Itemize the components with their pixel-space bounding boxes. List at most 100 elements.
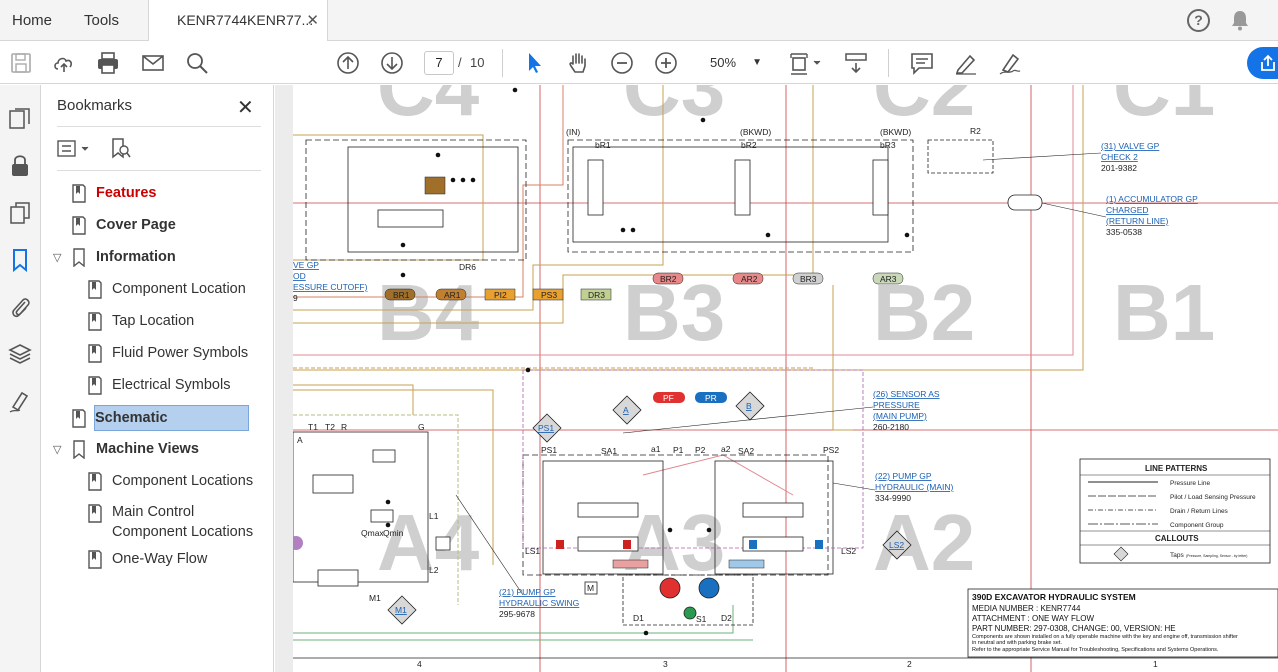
bookmark-page-icon xyxy=(72,216,86,235)
svg-text:4: 4 xyxy=(417,659,422,669)
svg-text:ESSURE CUTOFF): ESSURE CUTOFF) xyxy=(293,282,368,292)
save-icon[interactable] xyxy=(8,50,34,76)
svg-text:bR1: bR1 xyxy=(595,140,611,150)
bookmark-icon[interactable] xyxy=(7,247,33,273)
divider xyxy=(57,126,261,127)
svg-text:T2: T2 xyxy=(325,422,335,432)
lock-icon[interactable] xyxy=(7,153,33,179)
svg-text:9: 9 xyxy=(293,293,298,303)
bookmark-options-icon[interactable] xyxy=(57,138,93,160)
tab-bar: Home Tools KENR7744KENR77... ✕ ? xyxy=(0,0,1278,42)
svg-text:AR2: AR2 xyxy=(741,274,758,284)
tap-labels: A B PS1 LS2 M1 xyxy=(395,401,904,615)
search-icon[interactable] xyxy=(184,50,210,76)
close-tab-icon[interactable]: ✕ xyxy=(306,12,319,29)
zoom-in-icon[interactable] xyxy=(653,50,679,76)
svg-text:(Pressure, Sampling, Sensor -: (Pressure, Sampling, Sensor - by letter) xyxy=(1186,554,1247,558)
pages-thumbnails-icon[interactable] xyxy=(7,200,33,226)
svg-text:a2: a2 xyxy=(721,444,731,454)
page-number-input[interactable]: 7 xyxy=(424,51,454,75)
svg-text:PR: PR xyxy=(705,393,717,403)
bookmark-page-icon xyxy=(72,184,86,203)
scrolling-mode-icon[interactable] xyxy=(843,50,869,76)
svg-text:BR2: BR2 xyxy=(660,274,677,284)
callouts: (31) VALVE GP CHECK 2 201-9382 (1) ACCUM… xyxy=(293,141,1198,619)
bookmark-ribbon-icon xyxy=(73,440,85,459)
attachment-paperclip-icon[interactable] xyxy=(7,294,33,320)
junction-dots xyxy=(385,87,910,636)
new-bookmark-icon[interactable] xyxy=(109,137,133,161)
bookmark-page-icon xyxy=(88,280,102,299)
fit-page-icon[interactable] xyxy=(787,50,823,76)
sign-pen-icon[interactable] xyxy=(997,50,1023,76)
zoom-out-icon[interactable] xyxy=(609,50,635,76)
toolbar-divider xyxy=(888,49,889,77)
tab-home[interactable]: Home xyxy=(12,12,53,29)
svg-text:PRESSURE: PRESSURE xyxy=(873,400,920,410)
pumps xyxy=(435,536,720,620)
document-viewer[interactable]: C4 C3 C2 C1 B4 B3 B2 B1 A4 A3 A2 xyxy=(275,85,1278,672)
close-panel-icon[interactable]: ✕ xyxy=(237,97,254,119)
svg-text:(RETURN LINE): (RETURN LINE) xyxy=(1106,216,1169,226)
svg-text:1: 1 xyxy=(1153,659,1158,669)
svg-text:G: G xyxy=(418,422,425,432)
svg-text:201-9382: 201-9382 xyxy=(1101,163,1137,173)
bookmark-page-icon xyxy=(88,472,102,491)
zone-c4: C4 xyxy=(377,85,480,132)
print-icon[interactable] xyxy=(95,50,121,76)
svg-text:M1: M1 xyxy=(369,593,381,603)
help-icon[interactable]: ? xyxy=(1187,9,1210,32)
bookmark-page-icon xyxy=(72,409,86,428)
tab-tools[interactable]: Tools xyxy=(84,12,120,29)
layers-icon[interactable] xyxy=(7,341,33,367)
select-cursor-icon[interactable] xyxy=(521,50,547,76)
zone-a3: A3 xyxy=(623,498,725,587)
zoom-level-select[interactable]: 50% ▼ xyxy=(700,51,766,75)
svg-text:Components are shown installed: Components are shown installed on a full… xyxy=(972,634,1238,640)
zone-b4: B4 xyxy=(377,268,480,357)
svg-text:HYDRAULIC SWING: HYDRAULIC SWING xyxy=(499,598,579,608)
svg-text:Drain / Return Lines: Drain / Return Lines xyxy=(1170,508,1229,515)
comment-icon[interactable] xyxy=(909,50,935,76)
bookmarks-panel: Bookmarks ✕ Features Cover Page ▽ Inform… xyxy=(41,85,274,672)
svg-text:Component Group: Component Group xyxy=(1170,522,1224,529)
chevron-down-icon: ▼ xyxy=(752,57,762,68)
notification-bell-icon[interactable] xyxy=(1229,9,1251,31)
upload-cloud-icon[interactable] xyxy=(51,50,77,76)
toolbar: 7 / 10 50% ▼ xyxy=(0,41,1278,84)
svg-text:(IN): (IN) xyxy=(566,127,580,137)
divider xyxy=(57,170,261,171)
email-icon[interactable] xyxy=(140,50,166,76)
zone-c1: C1 xyxy=(1113,85,1215,132)
organize-pages-icon[interactable] xyxy=(7,106,33,132)
svg-text:390D EXCAVATOR HYDRAULIC SYSTE: 390D EXCAVATOR HYDRAULIC SYSTEM xyxy=(972,592,1136,602)
signature-icon[interactable] xyxy=(7,388,33,414)
svg-text:2: 2 xyxy=(907,659,912,669)
tab-document[interactable]: KENR7744KENR77... ✕ xyxy=(148,0,328,42)
zone-labels: C4 C3 C2 C1 B4 B3 B2 B1 A4 A3 A2 xyxy=(377,85,1215,587)
previous-page-icon[interactable] xyxy=(335,50,361,76)
bottom-ruler: 4 3 2 1 xyxy=(293,657,1278,669)
svg-text:CALLOUTS: CALLOUTS xyxy=(1155,534,1199,543)
hand-tool-icon[interactable] xyxy=(565,50,591,76)
svg-text:Taps: Taps xyxy=(1170,552,1184,559)
svg-text:LINE PATTERNS: LINE PATTERNS xyxy=(1145,464,1208,473)
svg-text:PI2: PI2 xyxy=(494,290,507,300)
zone-b1: B1 xyxy=(1113,268,1215,357)
svg-text:D2: D2 xyxy=(721,613,732,623)
chevron-down-icon[interactable]: ▽ xyxy=(53,252,62,264)
valve-actuators xyxy=(293,176,823,569)
svg-text:D1: D1 xyxy=(633,613,644,623)
svg-text:B: B xyxy=(746,401,752,411)
svg-text:Qmax: Qmax xyxy=(361,528,384,538)
svg-text:L2: L2 xyxy=(429,565,439,575)
svg-text:P1: P1 xyxy=(673,445,684,455)
svg-text:HYDRAULIC (MAIN): HYDRAULIC (MAIN) xyxy=(875,482,954,492)
next-page-icon[interactable] xyxy=(379,50,405,76)
svg-text:P2: P2 xyxy=(695,445,706,455)
chevron-down-icon[interactable]: ▽ xyxy=(53,444,62,456)
highlight-pen-icon[interactable] xyxy=(953,50,979,76)
svg-text:R: R xyxy=(341,422,347,432)
share-button[interactable] xyxy=(1247,47,1278,79)
svg-text:CHARGED: CHARGED xyxy=(1106,205,1149,215)
